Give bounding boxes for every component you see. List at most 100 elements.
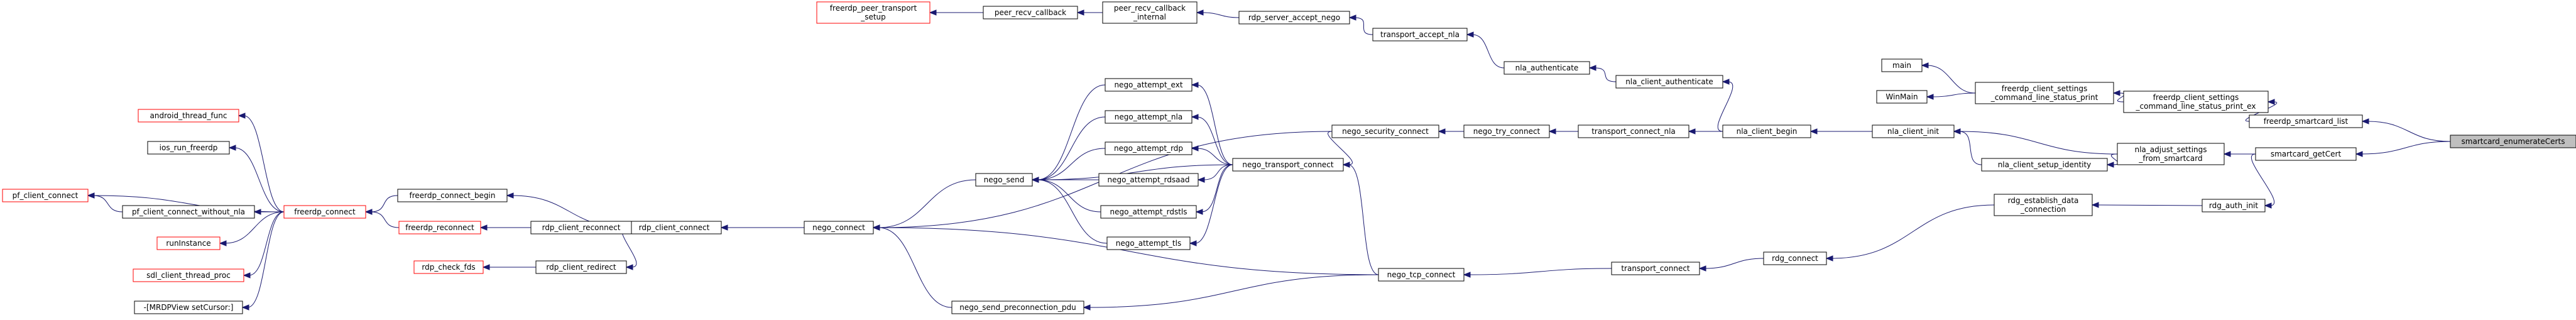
node-sdl-client-thread-proc[interactable]: sdl_client_thread_proc	[133, 268, 244, 282]
node-box[interactable]	[1238, 11, 1350, 25]
node-box[interactable]	[983, 6, 1078, 19]
node-nego-security-connect[interactable]: nego_security_connect	[1331, 124, 1439, 138]
node-nla-authenticate[interactable]: nla_authenticate	[1504, 61, 1590, 75]
node-box[interactable]	[2249, 114, 2363, 128]
node-box[interactable]	[816, 1, 931, 24]
node-freerdp-smartcard-list[interactable]: freerdp_smartcard_list	[2249, 114, 2363, 128]
node-freerdp-connect-begin[interactable]: freerdp_connect_begin	[397, 189, 508, 202]
node-nla-client-authenticate[interactable]: nla_client_authenticate	[1615, 75, 1723, 89]
node-box[interactable]	[2123, 91, 2269, 113]
node-box[interactable]	[1331, 124, 1439, 138]
node-box[interactable]	[1378, 268, 1465, 282]
node-box[interactable]	[413, 260, 484, 274]
node-nla-client-begin[interactable]: nla_client_begin	[1722, 124, 1811, 138]
node-box[interactable]	[1372, 28, 1468, 41]
node-nego-transport-connect[interactable]: nego_transport_connect	[1232, 158, 1344, 172]
node-transport-connect-nla[interactable]: transport_connect_nla	[1578, 124, 1689, 138]
node-box[interactable]	[283, 205, 366, 219]
node-freerdp-client-settings-command-line-status-print-ex[interactable]: freerdp_client_settings_command_line_sta…	[2123, 91, 2269, 113]
node-box[interactable]	[2, 189, 89, 202]
node-nego-attempt-nla[interactable]: nego_attempt_nla	[1105, 110, 1192, 124]
node-runinstance[interactable]: runInstance	[156, 236, 221, 250]
node-peer-recv-callback-internal[interactable]: peer_recv_callback_internal	[1102, 1, 1198, 24]
node-nego-attempt-tls[interactable]: nego_attempt_tls	[1106, 236, 1191, 250]
node-box[interactable]	[1611, 262, 1700, 275]
node-freerdp-peer-transport-setup[interactable]: freerdp_peer_transport_setup	[816, 1, 931, 24]
node-pf-client-connect[interactable]: pf_client_connect	[2, 189, 89, 202]
node-peer-recv-callback[interactable]: peer_recv_callback	[983, 6, 1078, 19]
node-box[interactable]	[1105, 78, 1192, 92]
node-rdp-check-fds[interactable]: rdp_check_fds	[413, 260, 484, 274]
node-box[interactable]	[1722, 124, 1811, 138]
node-box[interactable]	[804, 221, 874, 234]
node-mrdpview-setcursor[interactable]: -[MRDPView setCursor:]	[134, 301, 243, 314]
node-box[interactable]	[1876, 90, 1928, 104]
node-nego-send-preconnection-pdu[interactable]: nego_send_preconnection_pdu	[951, 301, 1084, 314]
node-box[interactable]	[1578, 124, 1689, 138]
node-box[interactable]	[138, 109, 239, 123]
node-transport-accept-nla[interactable]: transport_accept_nla	[1372, 28, 1468, 41]
node-rdp-client-redirect[interactable]: rdp_client_redirect	[535, 260, 627, 274]
node-rdg-connect[interactable]: rdg_connect	[1763, 251, 1827, 265]
node-box[interactable]	[1994, 194, 2093, 216]
node-rdp-client-reconnect[interactable]: rdp_client_reconnect	[530, 221, 632, 234]
node-winmain[interactable]: WinMain	[1876, 90, 1928, 104]
node-nego-connect[interactable]: nego_connect	[804, 221, 874, 234]
node-smartcard-enumeratecerts[interactable]: smartcard_enumerateCerts	[2450, 135, 2576, 148]
node-box[interactable]	[397, 189, 508, 202]
node-box[interactable]	[134, 301, 243, 314]
node-nla-client-setup-identity[interactable]: nla_client_setup_identity	[1981, 158, 2108, 172]
node-smartcard-getcert[interactable]: smartcard_getCert	[2255, 147, 2357, 161]
node-freerdp-reconnect[interactable]: freerdp_reconnect	[398, 221, 481, 234]
node-box[interactable]	[2255, 147, 2357, 161]
node-nego-attempt-ext[interactable]: nego_attempt_ext	[1105, 78, 1192, 92]
node-box[interactable]	[1098, 173, 1199, 187]
node-rdg-auth-init[interactable]: rdg_auth_init	[2202, 199, 2266, 212]
node-box[interactable]	[133, 268, 244, 282]
node-box[interactable]	[1975, 82, 2114, 104]
node-box[interactable]	[1106, 236, 1191, 250]
node-box[interactable]	[530, 221, 632, 234]
node-box[interactable]	[975, 173, 1033, 187]
node-box[interactable]	[2202, 199, 2266, 212]
node-box[interactable]	[156, 236, 221, 250]
node-box[interactable]	[1232, 158, 1344, 172]
node-box[interactable]	[1504, 61, 1590, 75]
node-nego-attempt-rdp[interactable]: nego_attempt_rdp	[1105, 141, 1192, 155]
node-box[interactable]	[951, 301, 1084, 314]
node-box[interactable]	[1105, 110, 1192, 124]
node-box[interactable]	[2117, 143, 2225, 165]
node-box[interactable]	[122, 205, 255, 219]
node-box[interactable]	[1105, 141, 1192, 155]
node-nego-attempt-rdstls[interactable]: nego_attempt_rdstls	[1100, 205, 1197, 219]
node-box[interactable]	[1981, 158, 2108, 172]
node-ios-run-freerdp[interactable]: ios_run_freerdp	[147, 141, 230, 155]
node-box[interactable]	[1881, 58, 1923, 72]
node-nego-attempt-rdsaad[interactable]: nego_attempt_rdsaad	[1098, 173, 1199, 187]
node-box[interactable]	[2450, 135, 2576, 148]
node-nego-try-connect[interactable]: nego_try_connect	[1463, 124, 1550, 138]
node-transport-connect[interactable]: transport_connect	[1611, 262, 1700, 275]
node-label: transport_connect	[1621, 264, 1690, 273]
node-box[interactable]	[1763, 251, 1827, 265]
node-rdg-establish-data-connection[interactable]: rdg_establish_data_connection	[1994, 194, 2093, 216]
node-box[interactable]	[398, 221, 481, 234]
node-box[interactable]	[147, 141, 230, 155]
node-nla-client-init[interactable]: nla_client_init	[1872, 124, 1955, 138]
node-nla-adjust-settings-from-smartcard[interactable]: nla_adjust_settings_from_smartcard	[2117, 143, 2225, 165]
node-box[interactable]	[1872, 124, 1955, 138]
node-main[interactable]: main	[1881, 58, 1923, 72]
node-box[interactable]	[535, 260, 627, 274]
node-nego-send[interactable]: nego_send	[975, 173, 1033, 187]
node-box[interactable]	[1102, 1, 1198, 24]
node-box[interactable]	[1615, 75, 1723, 89]
node-pf-client-connect-without-nla[interactable]: pf_client_connect_without_nla	[122, 205, 255, 219]
node-freerdp-client-settings-command-line-status-print[interactable]: freerdp_client_settings_command_line_sta…	[1975, 82, 2114, 104]
node-box[interactable]	[1100, 205, 1197, 219]
node-rdp-client-connect[interactable]: rdp_client_connect	[626, 221, 722, 234]
node-rdp-server-accept-nego[interactable]: rdp_server_accept_nego	[1238, 11, 1350, 25]
node-freerdp-connect[interactable]: freerdp_connect	[283, 205, 366, 219]
node-nego-tcp-connect[interactable]: nego_tcp_connect	[1378, 268, 1465, 282]
node-box[interactable]	[1463, 124, 1550, 138]
node-android-thread-func[interactable]: android_thread_func	[138, 109, 239, 123]
